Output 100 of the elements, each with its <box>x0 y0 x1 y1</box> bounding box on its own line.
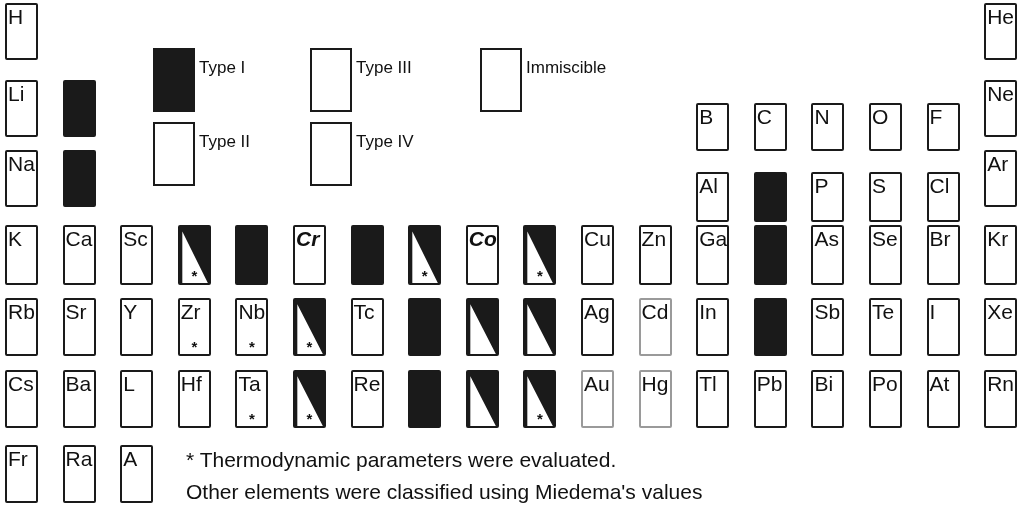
element-symbol: Cr <box>296 227 320 251</box>
element-cell <box>984 3 1018 60</box>
element-cell <box>581 298 614 356</box>
element-symbol: Sr <box>65 300 87 324</box>
element-symbol: Cd <box>641 300 669 324</box>
element-cell <box>984 150 1018 207</box>
element-symbol: Br <box>929 227 951 251</box>
evaluated-marker: * <box>191 269 198 283</box>
element-cell <box>62 298 96 356</box>
element-symbol: Rn <box>987 372 1015 396</box>
element-symbol: Xe <box>987 300 1013 324</box>
element-symbol: Y <box>123 300 138 324</box>
element-cell <box>753 103 787 151</box>
diagonal-element-cell <box>293 370 326 428</box>
filled-element-cell <box>408 298 442 356</box>
element-symbol: Zn <box>641 227 667 251</box>
diagonal-element-cell <box>293 298 326 356</box>
diagonal-element-cell <box>465 298 499 356</box>
element-symbol: N <box>814 105 830 129</box>
element-cell <box>235 298 269 356</box>
element-cell <box>638 225 672 285</box>
element-cell <box>811 225 845 285</box>
element-cell <box>5 445 38 503</box>
element-symbol: Hf <box>180 372 202 396</box>
element-symbol: Ba <box>65 372 92 396</box>
element-symbol: K <box>8 227 22 251</box>
element-symbol: Ar <box>987 152 1009 176</box>
evaluated-marker: * <box>536 269 543 283</box>
legend-label: Type III <box>356 58 412 78</box>
element-cell <box>5 370 38 428</box>
filled-element-cell <box>235 225 269 285</box>
element-symbol: Cs <box>8 372 34 396</box>
element-symbol: Ag <box>584 300 610 324</box>
element-symbol: Li <box>8 82 25 106</box>
element-cell <box>638 370 672 428</box>
element-cell <box>926 225 960 285</box>
element-symbol: Cu <box>584 227 611 251</box>
element-symbol: Na <box>8 152 35 176</box>
element-cell <box>120 225 154 285</box>
element-symbol: Ra <box>65 447 93 471</box>
element-cell <box>753 370 787 428</box>
element-cell <box>984 370 1018 428</box>
element-cell <box>926 103 960 151</box>
element-cell <box>869 172 902 222</box>
element-symbol: Ne <box>987 82 1015 106</box>
legend-label: Type IV <box>356 132 414 152</box>
element-cell <box>926 370 960 428</box>
evaluated-marker: * <box>306 412 313 426</box>
evaluated-marker: * <box>248 412 255 426</box>
element-symbol: Po <box>872 372 898 396</box>
element-cell <box>293 225 326 285</box>
element-symbol: Fr <box>8 447 28 471</box>
footnote-text: * Thermodynamic parameters were evaluated. <box>186 448 617 472</box>
element-symbol: Co <box>468 227 497 251</box>
element-cell <box>984 80 1018 137</box>
element-symbol: Se <box>872 227 898 251</box>
element-cell <box>581 225 614 285</box>
element-cell <box>926 298 960 356</box>
legend-label: Immiscible <box>526 58 607 78</box>
element-symbol: Bi <box>814 372 834 396</box>
filled-element-cell <box>753 172 787 222</box>
element-symbol: O <box>872 105 889 129</box>
element-symbol: S <box>872 174 886 198</box>
element-cell <box>869 225 902 285</box>
element-cell <box>869 298 902 356</box>
element-symbol: Cl <box>929 174 950 198</box>
element-cell <box>120 445 154 503</box>
element-symbol: In <box>699 300 717 324</box>
element-symbol: As <box>814 227 839 251</box>
element-symbol: Tc <box>353 300 375 324</box>
filled-element-cell <box>62 80 96 137</box>
element-cell <box>638 298 672 356</box>
element-symbol: Pb <box>756 372 783 396</box>
legend-label: Type I <box>199 58 246 78</box>
element-cell <box>5 80 38 137</box>
element-cell <box>984 225 1018 285</box>
element-cell <box>696 370 730 428</box>
element-cell <box>120 370 154 428</box>
evaluated-marker: * <box>248 340 255 354</box>
element-symbol: Ta <box>238 372 261 396</box>
element-cell <box>811 370 845 428</box>
element-symbol: F <box>929 105 943 129</box>
element-symbol: L <box>123 372 135 396</box>
element-cell <box>465 225 499 285</box>
evaluated-marker: * <box>306 340 313 354</box>
element-symbol: Zr <box>180 300 201 324</box>
element-symbol: A <box>123 447 138 471</box>
element-symbol: Hg <box>641 372 669 396</box>
evaluated-marker: * <box>536 412 543 426</box>
element-symbol: H <box>8 5 24 29</box>
element-cell <box>62 225 96 285</box>
element-cell <box>696 103 730 151</box>
element-cell <box>926 172 960 222</box>
element-cell <box>5 298 38 356</box>
element-cell <box>120 298 154 356</box>
element-symbol: I <box>929 300 936 324</box>
element-cell <box>869 370 902 428</box>
element-cell <box>62 370 96 428</box>
diagonal-element-cell <box>465 370 499 428</box>
element-cell <box>696 172 730 222</box>
